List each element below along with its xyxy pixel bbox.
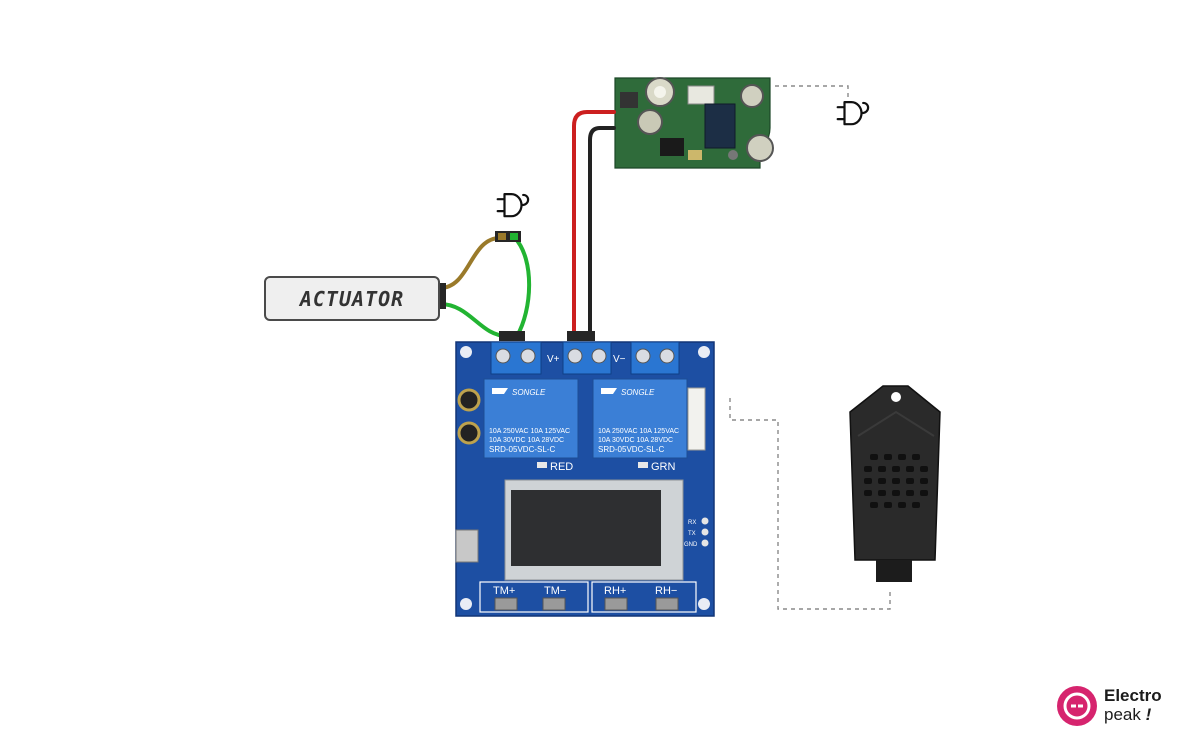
pin-rx-label: RX xyxy=(688,520,696,526)
plug-icon xyxy=(836,100,870,126)
logo-line1: Electro xyxy=(1104,686,1162,705)
pin-gnd-label: GND xyxy=(684,542,698,548)
relay-specs: 10A 250VAC 10A 125VAC xyxy=(598,428,679,435)
relay-brand: SONGLE xyxy=(621,388,655,397)
logo-line2: peak xyxy=(1104,705,1141,724)
screw-terminal-middle xyxy=(562,341,612,375)
capacitor xyxy=(457,421,481,445)
electropeak-logo: Electro peak ! xyxy=(1104,686,1162,724)
btn-rh-plus-label: RH+ xyxy=(604,585,626,597)
btn-tm-plus-label: TM+ xyxy=(493,585,515,597)
tm-minus-button[interactable] xyxy=(542,597,566,611)
logo-mark: ! xyxy=(1145,705,1152,724)
plug-icon xyxy=(496,192,530,218)
relay-2: SONGLE 10A 250VAC 10A 125VAC 10A 30VDC 1… xyxy=(592,378,688,459)
screw-terminal-right xyxy=(630,341,680,375)
relay-specs: 10A 30VDC 10A 28VDC xyxy=(598,437,673,444)
relay-brand: SONGLE xyxy=(512,388,546,397)
led-green xyxy=(638,462,648,468)
lcd-display xyxy=(504,479,684,581)
relay-specs: 10A 250VAC 10A 125VAC xyxy=(489,428,570,435)
tm-plus-button[interactable] xyxy=(494,597,518,611)
screw-terminal-left xyxy=(490,341,542,375)
logo-line2-wrap: peak ! xyxy=(1104,705,1162,724)
electropeak-logo-icon xyxy=(1057,686,1097,726)
actuator-box: ACTUATOR xyxy=(264,276,440,321)
btn-tm-minus-label: TM− xyxy=(544,585,566,597)
led-red xyxy=(537,462,547,468)
controller-board: V+ V− SONGLE 10A 250VAC 10A 125VAC 10A 3… xyxy=(455,341,715,617)
dashed-links xyxy=(729,85,891,610)
power-supply-module xyxy=(614,77,774,169)
relay-specs: 10A 30VDC 10A 28VDC xyxy=(489,437,564,444)
wires xyxy=(438,110,616,340)
relay-model: SRD-05VDC-SL-C xyxy=(489,445,555,454)
btn-rh-minus-label: RH− xyxy=(655,585,677,597)
relay-1: SONGLE 10A 250VAC 10A 125VAC 10A 30VDC 1… xyxy=(483,378,579,459)
wire-connectors xyxy=(438,231,595,341)
actuator-label: ACTUATOR xyxy=(299,286,405,311)
sensor-header xyxy=(687,387,706,451)
terminal-label-vminus: V− xyxy=(613,354,626,365)
rh-plus-button[interactable] xyxy=(604,597,628,611)
usb-port xyxy=(455,529,479,563)
rh-minus-button[interactable] xyxy=(655,597,679,611)
sensor-probe xyxy=(849,385,941,582)
capacitor xyxy=(457,388,481,412)
led-red-label: RED xyxy=(550,461,573,473)
terminal-label-vplus: V+ xyxy=(547,354,560,365)
serial-pins: RX TX GND xyxy=(684,517,709,548)
pin-tx-label: TX xyxy=(688,531,696,537)
led-green-label: GRN xyxy=(651,461,676,473)
relay-model: SRD-05VDC-SL-C xyxy=(598,445,664,454)
